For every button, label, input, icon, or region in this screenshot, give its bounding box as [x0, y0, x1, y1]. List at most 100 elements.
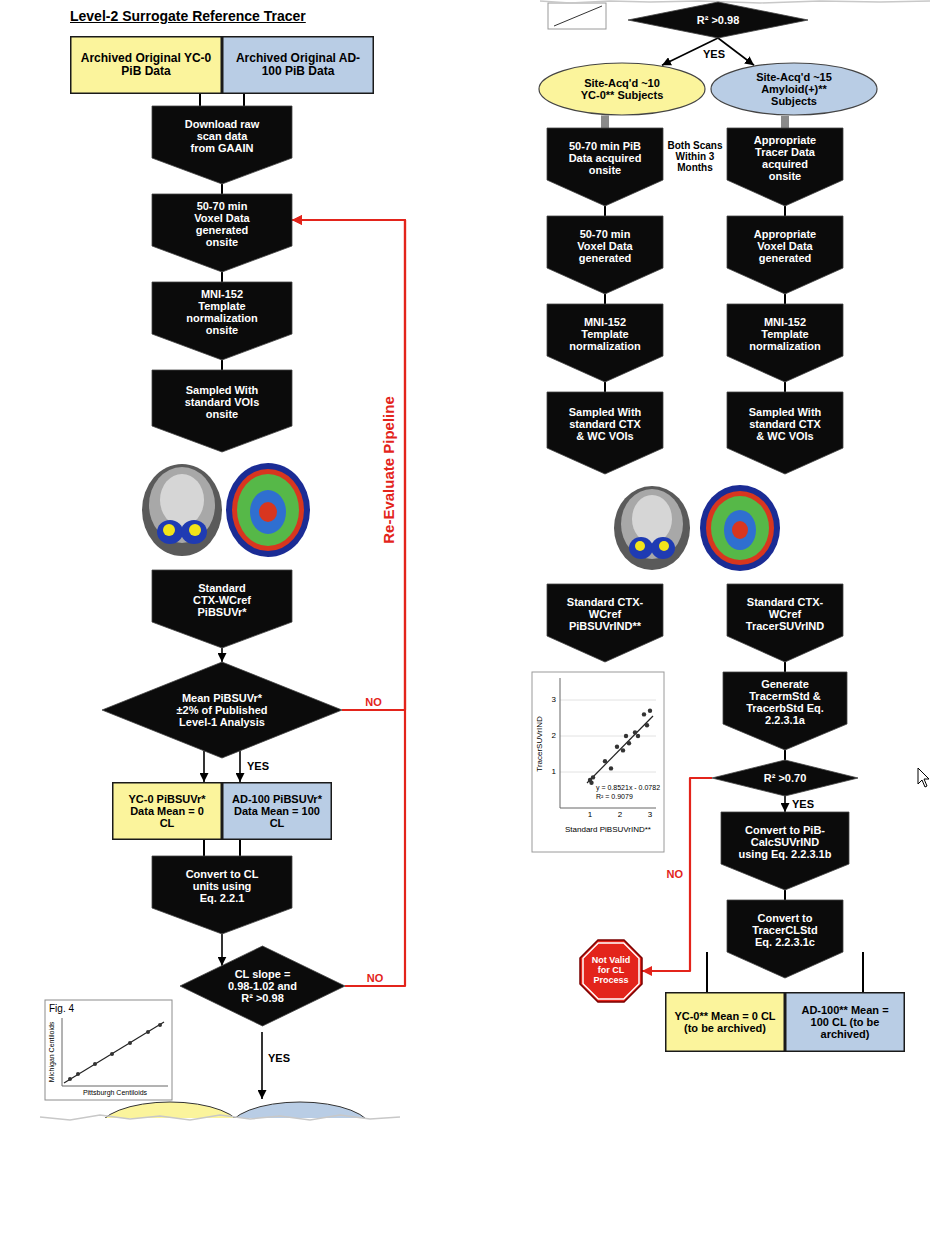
- data-point: [633, 730, 637, 734]
- axis-label: Michigan Centiloids: [48, 1022, 56, 1083]
- node-content: Convert to TracerCLStd Eq. 2.2.3.1c: [745, 912, 825, 948]
- flow-connector: [199, 94, 201, 106]
- process-arrow: Convert to PiB-CalcSUVrIND using Eq. 2.2…: [721, 812, 849, 890]
- node-text: Mean PiBSUVr* ±2% of Published Level-1 A…: [172, 692, 272, 728]
- node-content: R² >0.70: [755, 772, 815, 784]
- feedback-connector: [292, 220, 405, 710]
- arrow-outline: [547, 584, 663, 662]
- node-content: 50-70 min Voxel Data generated onsite: [184, 200, 260, 248]
- node-content: Standard CTX-WCref TracerSUVrIND: [744, 596, 826, 632]
- node-text: Site-Acq'd ~10 YC-0** Subjects: [577, 77, 667, 101]
- cerebellum-voi: [157, 520, 183, 544]
- result-box: YC-0** Mean = 0 CL (to be archived): [665, 992, 785, 1052]
- node-content: MNI-152 Template normalization onsite: [184, 288, 260, 336]
- continue-arrow: [261, 1032, 263, 1099]
- node-text: 50-70 min PiB Data acquired onsite: [567, 140, 643, 176]
- pet-white: [237, 474, 299, 546]
- edge-label: YES: [790, 798, 816, 810]
- diamond-outline: [628, 2, 808, 38]
- node-content: YC-0 PiBSUVr* Data Mean = 0 CL: [122, 793, 212, 829]
- mouse-cursor: [918, 768, 929, 787]
- node-content: Site-Acq'd ~10 YC-0** Subjects: [577, 77, 667, 101]
- flow-connector: [784, 294, 786, 304]
- mri-brain: [149, 467, 215, 543]
- feedback-connector: [642, 778, 712, 971]
- node-text: CL slope = 0.98-1.02 and R² >0.98: [223, 968, 303, 1004]
- node-content: Standard CTX-WCref PiBSUVrIND**: [564, 596, 646, 632]
- voi-spot: [635, 541, 645, 551]
- mri-core: [160, 474, 204, 526]
- node-content: R² >0.98: [683, 14, 753, 26]
- data-point: [591, 775, 595, 779]
- arrow-outline: [152, 106, 292, 184]
- arrow-outline: [152, 856, 292, 934]
- fan-connector: [781, 116, 789, 128]
- stop-sign: Not Valid for CL Process: [580, 940, 642, 1002]
- axis-label: Pittsburgh Centiloids: [83, 1089, 147, 1097]
- node-text: Not Valid for CL Process: [588, 956, 634, 986]
- data-point: [93, 1062, 97, 1066]
- flow-connector: [784, 750, 786, 760]
- node-text: YC-0 PiBSUVr* Data Mean = 0 CL: [122, 793, 212, 829]
- chart-frame: [532, 672, 664, 852]
- data-point: [648, 709, 652, 713]
- node-text: Convert to CL units using Eq. 2.2.1: [184, 868, 260, 904]
- diagram-title: Level-2 Surrogate Reference Tracer: [70, 8, 306, 24]
- data-point: [609, 766, 613, 770]
- result-box: AD-100** Mean = 100 CL (to be archived): [785, 992, 905, 1052]
- voi-spot: [189, 524, 201, 536]
- axis-label: TracerSUVrIND: [536, 716, 545, 771]
- tick-label: 3: [648, 811, 652, 820]
- data-point: [624, 734, 628, 738]
- node-text: Site-Acq'd ~15 Amyloid(+)** Subjects: [744, 71, 844, 107]
- node-content: AD-100** Mean = 100 CL (to be archived): [793, 1004, 897, 1040]
- node-content: Site-Acq'd ~15 Amyloid(+)** Subjects: [744, 71, 844, 107]
- cut-ellipse: [228, 1102, 372, 1118]
- data-point: [589, 781, 593, 785]
- data-point: [146, 1030, 150, 1034]
- pet-white: [711, 496, 769, 560]
- loop-label: Re-Evaluate Pipeline: [381, 396, 398, 544]
- edge-label: NO: [363, 696, 384, 708]
- data-point: [615, 745, 619, 749]
- flow-connector: [604, 382, 606, 392]
- process-arrow: MNI-152 Template normalization: [727, 304, 843, 382]
- pet-slice: [700, 485, 780, 571]
- mri-slice: [614, 486, 690, 570]
- node-text: Sampled With standard VOIs onsite: [184, 384, 260, 420]
- node-text: Standard CTX-WCref PiBSUVr*: [184, 582, 260, 618]
- data-point: [110, 1052, 114, 1056]
- pet-outer: [700, 485, 780, 571]
- ellipse-outline: [539, 63, 705, 115]
- node-content: Archived Original AD-100 PiB Data: [230, 52, 366, 78]
- node-text: Convert to PiB-CalcSUVrIND using Eq. 2.2…: [737, 824, 833, 860]
- arrow-outline: [152, 194, 292, 272]
- node-text: YC-0** Mean = 0 CL (to be archived): [673, 1010, 777, 1034]
- torn-edge: [540, 1, 930, 3]
- node-content: Generate TracermStd & TracerbStd Eq. 2.2…: [743, 678, 827, 726]
- process-arrow: Convert to TracerCLStd Eq. 2.2.3.1c: [727, 900, 843, 978]
- grid-line: [560, 700, 656, 701]
- chart-axis: [560, 808, 656, 809]
- figure-number: Fig. 4: [49, 1003, 74, 1014]
- chart-frame: [45, 1000, 172, 1100]
- box-outline: [223, 37, 374, 94]
- voi-spot: [163, 524, 175, 536]
- node-content: Appropriate Tracer Data acquired onsite: [747, 134, 823, 182]
- arrow-outline: [152, 570, 292, 648]
- pet-slice: [226, 463, 310, 557]
- node-text: Sampled With standard CTX & WC VOIs: [567, 406, 643, 442]
- pet-core: [732, 521, 748, 539]
- arrow-outline: [723, 672, 847, 750]
- grid-line: [560, 772, 656, 773]
- data-point: [68, 1077, 72, 1081]
- data-point: [76, 1072, 80, 1076]
- fit-equation: y = 0.8521x - 0.0782: [596, 784, 660, 792]
- node-content: Standard CTX-WCref PiBSUVr*: [184, 582, 260, 618]
- mri-brain: [621, 489, 683, 559]
- node-text: MNI-152 Template normalization onsite: [184, 288, 260, 336]
- flow-connector: [221, 272, 223, 282]
- mri-slice: [142, 464, 222, 556]
- data-point: [128, 1041, 132, 1045]
- process-arrow: Standard CTX-WCref PiBSUVr*: [152, 570, 292, 648]
